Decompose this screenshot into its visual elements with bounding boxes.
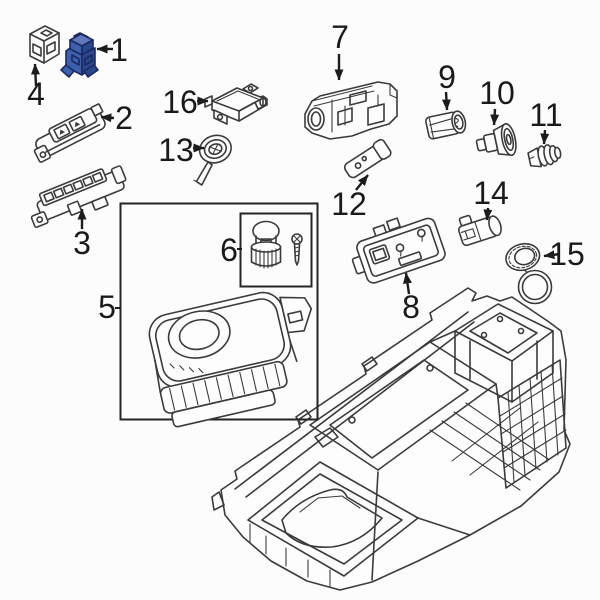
part-15-power-outlet-drawing bbox=[505, 242, 553, 305]
callout-5-label: 5 bbox=[98, 289, 116, 325]
callout-5: 5 bbox=[98, 289, 121, 325]
part-10-lighter-element-drawing bbox=[475, 122, 517, 157]
callout-11-arrow bbox=[540, 129, 550, 145]
callout-13-label: 13 bbox=[158, 132, 194, 168]
callout-14-arrow bbox=[483, 207, 493, 221]
part-13-bulb-socket-drawing bbox=[193, 134, 232, 186]
callout-4-label: 4 bbox=[27, 76, 45, 112]
part-16-control-module-drawing bbox=[204, 83, 268, 125]
callout-4-arrow bbox=[30, 63, 40, 87]
callout-12: 12 bbox=[331, 174, 369, 222]
callout-14: 14 bbox=[473, 175, 509, 221]
callout-9-label: 9 bbox=[438, 59, 456, 95]
callout-2: 2 bbox=[100, 100, 133, 136]
part-5-group-box bbox=[119, 202, 319, 421]
callout-8: 8 bbox=[402, 272, 420, 325]
part-12-small-switch-drawing bbox=[343, 138, 392, 179]
callout-10-arrow bbox=[490, 108, 500, 126]
callout-12-arrow bbox=[355, 174, 369, 191]
callout-7-label: 7 bbox=[331, 19, 349, 55]
callout-14-label: 14 bbox=[473, 175, 509, 211]
part-6-shift-knob-drawing bbox=[250, 220, 282, 269]
callout-9: 9 bbox=[438, 59, 456, 111]
callout-15: 15 bbox=[543, 236, 585, 272]
callout-12-label: 12 bbox=[331, 186, 367, 222]
callout-16-label: 16 bbox=[162, 84, 198, 120]
callout-3-label: 3 bbox=[73, 225, 91, 261]
callout-3: 3 bbox=[73, 208, 91, 261]
callout-7: 7 bbox=[331, 19, 349, 81]
callout-9-arrow bbox=[441, 91, 451, 111]
callout-2-label: 2 bbox=[115, 100, 133, 136]
callout-11-label: 11 bbox=[529, 97, 562, 133]
part-5-shifter-assembly-drawing bbox=[148, 291, 313, 428]
callout-11: 11 bbox=[529, 97, 563, 145]
part-7-bracket-drawing bbox=[304, 81, 398, 140]
part-9-lighter-socket-drawing bbox=[425, 110, 467, 140]
part-8-outlet-panel-drawing bbox=[351, 217, 446, 284]
console-frame-drawing bbox=[211, 287, 571, 591]
callout-6: 6 bbox=[220, 232, 242, 268]
callout-10: 10 bbox=[479, 75, 515, 126]
callout-8-arrow bbox=[403, 272, 412, 295]
callout-15-label: 15 bbox=[549, 236, 585, 272]
part-14-socket-housing-drawing bbox=[457, 214, 502, 247]
callout-6-label: 6 bbox=[220, 232, 238, 268]
callout-1-label: 1 bbox=[110, 32, 128, 68]
callout-2-arrow bbox=[100, 113, 115, 123]
callout-15-arrow bbox=[543, 250, 561, 260]
callout-1: 1 bbox=[96, 32, 128, 68]
callout-16: 16 bbox=[162, 84, 209, 120]
part-3-switch-panel-drawing bbox=[30, 165, 127, 228]
callout-10-label: 10 bbox=[479, 75, 515, 111]
callout-13: 13 bbox=[158, 132, 205, 168]
part-1-selected-switch-drawing bbox=[60, 32, 99, 78]
part-4-cube-switch-drawing bbox=[29, 25, 60, 64]
callout-8-label: 8 bbox=[402, 289, 420, 325]
callout-4: 4 bbox=[27, 63, 45, 112]
part-2-window-switch-drawing bbox=[33, 103, 106, 163]
part-6-screw-drawing bbox=[291, 233, 303, 266]
part-11-socket-cap-drawing bbox=[527, 144, 562, 168]
